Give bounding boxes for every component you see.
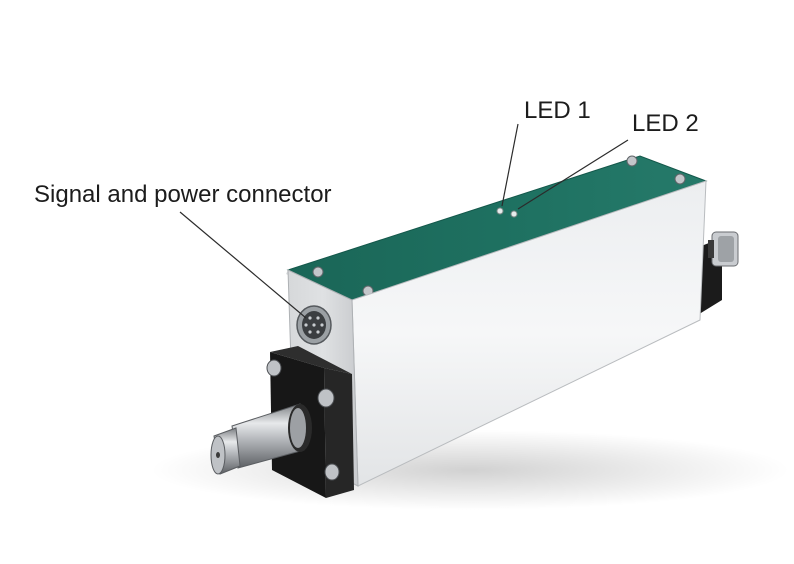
led-2-leader-line [517, 139, 629, 210]
led-2-indicator [510, 210, 518, 218]
led-2-callout-label: LED 2 [632, 110, 699, 137]
output-shaft [210, 403, 312, 475]
led-1-indicator [496, 207, 504, 215]
led-1-leader-line [501, 123, 519, 207]
connector-leader-line [179, 211, 307, 319]
pcb-screws [312, 155, 686, 297]
callout-leader-lines [179, 123, 629, 319]
led-1-callout-label: LED 1 [524, 97, 591, 124]
circular-connector-icon [296, 305, 332, 345]
connector-callout-label: Signal and power connector [34, 181, 332, 208]
